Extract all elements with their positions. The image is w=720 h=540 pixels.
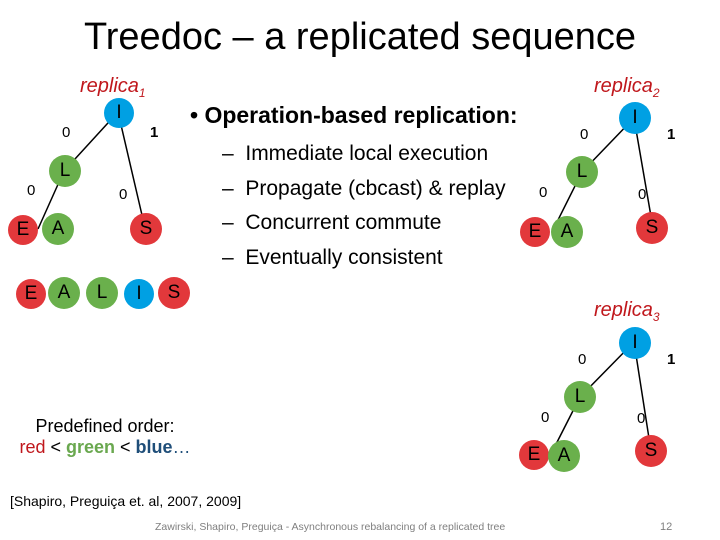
order-green: green [65, 437, 116, 457]
r1-edge-label-0: 0 [62, 124, 71, 141]
r1-node-right: S [130, 213, 162, 245]
seq-node-2: A [48, 277, 80, 309]
order-lt-2: < [115, 437, 136, 457]
replica-1-label: replica1 [80, 75, 146, 100]
predefined-order: Predefined order: red < green < blue… [10, 416, 200, 458]
r3-node-root: I [619, 327, 651, 359]
r2-edge-label-right-0: 0 [638, 186, 647, 203]
r2-edge-label-1: 1 [667, 126, 676, 143]
r2-edge-label-0: 0 [580, 126, 589, 143]
page-number: 12 [660, 521, 673, 533]
bullet-sub-1: – Immediate local execution [222, 142, 489, 165]
r3-edge-label-1: 1 [667, 351, 676, 368]
order-red: red [19, 437, 46, 457]
r3-edge-label-right-0: 0 [637, 410, 646, 427]
r2-node-right: S [636, 212, 668, 244]
r3-edge-label-0: 0 [578, 351, 587, 368]
footer-text: Zawirski, Shapiro, Preguiça - Asynchrono… [155, 521, 506, 533]
r1-edge-label-right-0: 0 [119, 186, 128, 203]
order-ellipsis: … [172, 437, 191, 457]
r2-edge-label-left: 0 [539, 184, 548, 201]
replica-2-label: replica2 [594, 75, 660, 100]
r3-node-left: L [564, 381, 596, 413]
seq-node-3: L [86, 277, 118, 309]
seq-node-1: E [16, 279, 46, 309]
order-lt-1: < [45, 437, 66, 457]
r2-node-left: L [566, 156, 598, 188]
bullet-sub-4: – Eventually consistent [222, 246, 443, 269]
r2-node-root: I [619, 102, 651, 134]
seq-node-5: S [158, 277, 190, 309]
seq-node-4: I [124, 279, 154, 309]
r3-node-ll-b: A [548, 440, 580, 472]
r2-node-ll-a: E [520, 217, 550, 247]
order-line: red < green < blue… [10, 437, 200, 458]
r3-node-right: S [635, 435, 667, 467]
order-blue: blue [135, 437, 173, 457]
r1-edge-label-left: 0 [27, 182, 36, 199]
replica-3-label: replica3 [594, 299, 660, 324]
slide-title: Treedoc – a replicated sequence [83, 16, 637, 58]
r3-node-ll-a: E [519, 440, 549, 470]
citation: [Shapiro, Preguiça et. al, 2007, 2009] [10, 493, 242, 509]
bullet-sub-2: – Propagate (cbcast) & replay [222, 177, 506, 200]
order-heading: Predefined order: [35, 416, 175, 436]
r1-node-root: I [104, 98, 134, 128]
r1-node-left: L [49, 155, 81, 187]
bullet-main: • Operation-based replication: [190, 102, 518, 128]
bullet-sub-3: – Concurrent commute [222, 211, 442, 234]
r3-edge-label-left: 0 [541, 409, 550, 426]
r1-node-ll-b: A [42, 213, 74, 245]
r1-edge-label-1: 1 [150, 124, 159, 141]
r1-node-ll-a: E [8, 215, 38, 245]
r2-node-ll-b: A [551, 216, 583, 248]
